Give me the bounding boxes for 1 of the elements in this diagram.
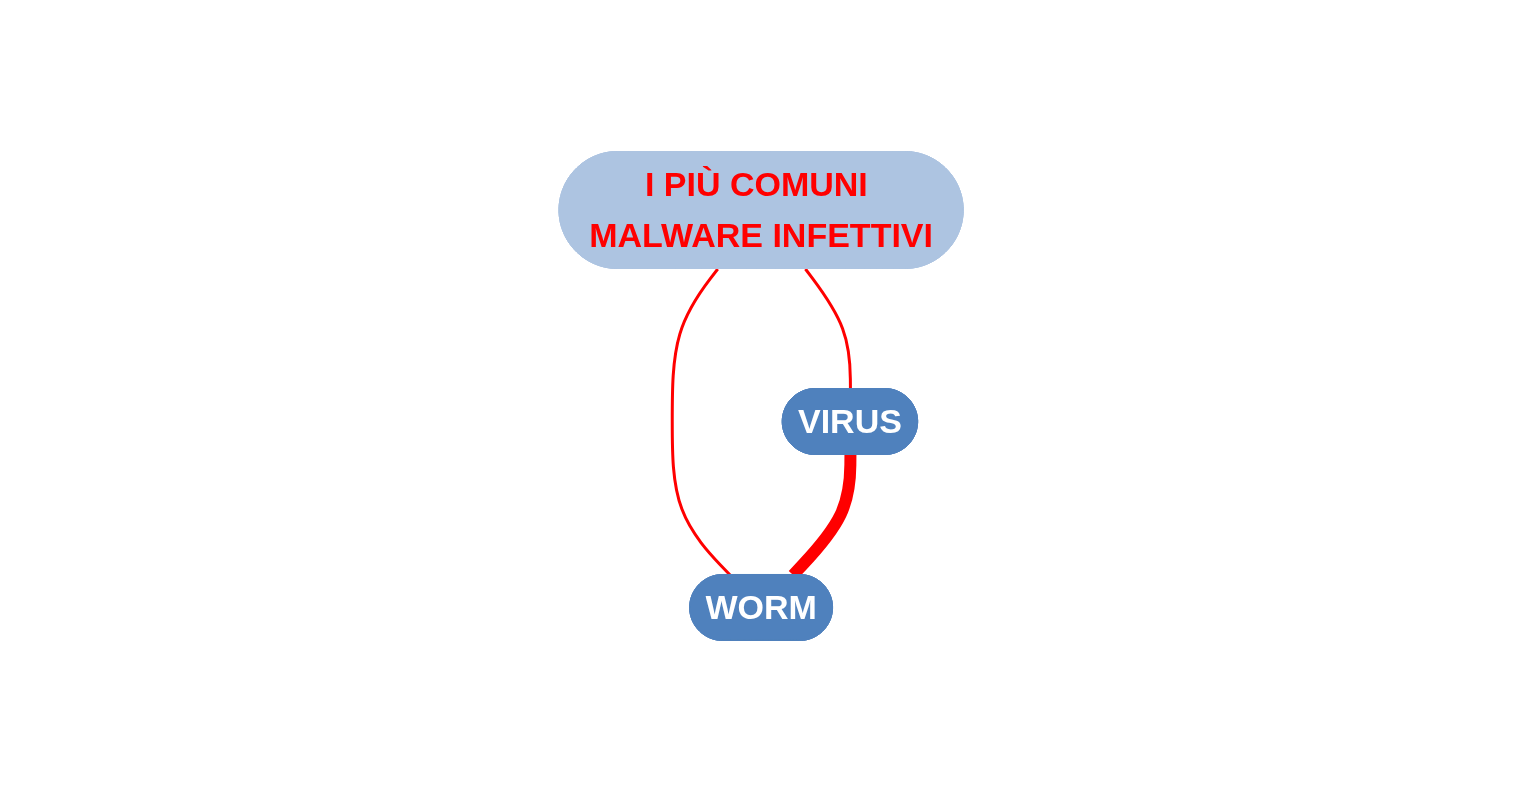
connector	[804, 268, 852, 389]
